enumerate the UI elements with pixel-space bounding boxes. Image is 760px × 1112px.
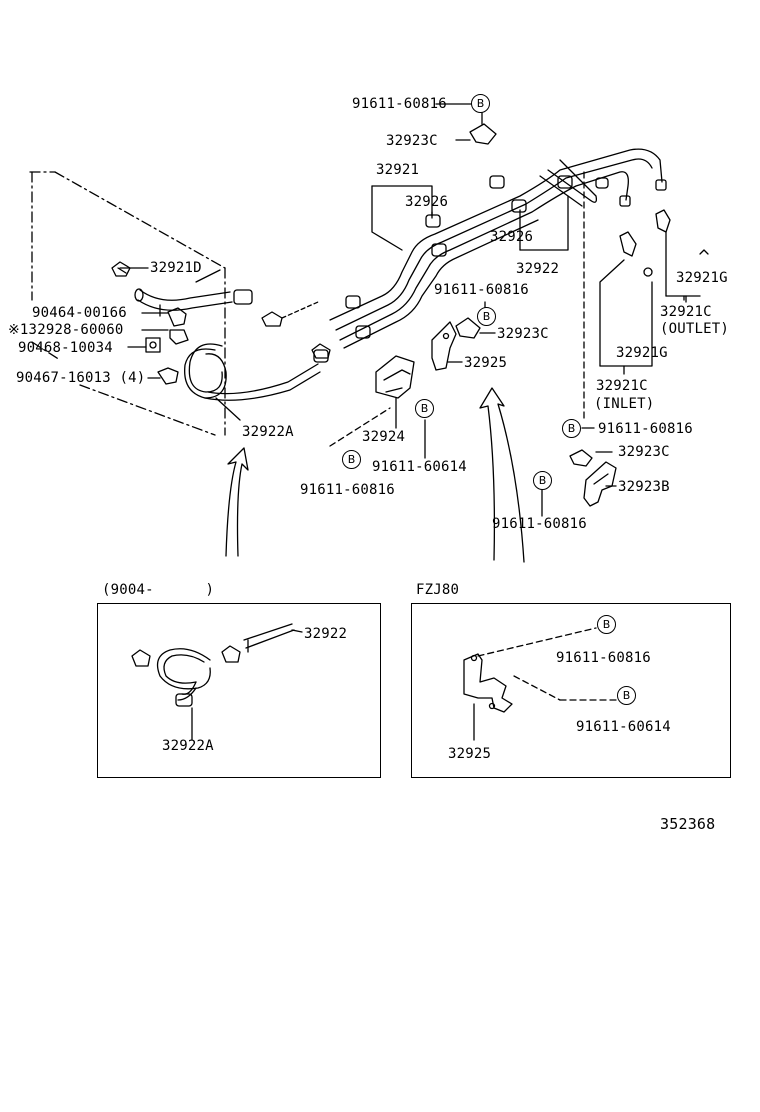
- bolt-symbol-mid: B: [477, 307, 496, 326]
- part-label-32921C-inlet: 32921C: [596, 378, 648, 394]
- part-label-32921: 32921: [376, 162, 420, 178]
- bolt-symbol-box2-b: B: [617, 686, 636, 705]
- part-label-32923B: 32923B: [618, 479, 670, 495]
- diagram-number: 352368: [660, 815, 716, 833]
- part-label-91611-60816-left: 91611-60816: [300, 482, 395, 498]
- part-label-91611-60816-top: 91611-60816: [352, 96, 447, 112]
- bracket-32924: [375, 355, 415, 399]
- part-label-32924: 32924: [362, 429, 406, 445]
- part-label-91611-60614: 91611-60614: [372, 459, 467, 475]
- bracket-32925: [431, 321, 457, 371]
- hose-32921D: [134, 288, 253, 317]
- part-label-32926-a: 32926: [405, 194, 449, 210]
- part-label-32923C-mid: 32923C: [497, 326, 549, 342]
- box2-parts: [463, 627, 617, 741]
- box1-parts: [131, 623, 303, 741]
- part-label-32922: 32922: [516, 261, 560, 277]
- box2-part-label-91611-60614: 91611-60614: [576, 719, 671, 735]
- clamp-32921D: [111, 261, 131, 277]
- part-label-32921D: 32921D: [150, 260, 202, 276]
- part-label-91611-60816-mid: 91611-60816: [434, 282, 529, 298]
- hose-32922A: [184, 343, 329, 401]
- bolt-symbol-left: B: [342, 450, 361, 469]
- box2-part-label-91611-60816: 91611-60816: [556, 650, 651, 666]
- arrow-right: [479, 387, 525, 563]
- part-label-32921G-inlet: 32921G: [616, 345, 668, 361]
- box2-part-label-32925: 32925: [448, 746, 492, 762]
- part-label-32921C-outlet: 32921C: [660, 304, 712, 320]
- part-label-32926-b: 32926: [490, 229, 534, 245]
- part-label-132928-60060: ※132928-60060: [8, 322, 124, 338]
- bolt-symbol-box2-a: B: [597, 615, 616, 634]
- clamp-32923C-mid: [455, 317, 481, 339]
- arrow-left: [225, 447, 249, 557]
- part-label-32923C-top: 32923C: [386, 133, 438, 149]
- box1-part-label-32922A: 32922A: [162, 738, 214, 754]
- part-label-90467-16013: 90467-16013 (4): [16, 370, 146, 386]
- boundary-dashdot: [29, 171, 226, 436]
- variant-box-9004: [97, 603, 381, 778]
- pipe-cushions: [345, 175, 609, 339]
- clamp-32923C-right: [569, 449, 593, 467]
- pipe-ends: [619, 179, 709, 277]
- bracket-32923B: [583, 461, 617, 507]
- bolt-symbol-bottom: B: [533, 471, 552, 490]
- part-label-91611-60816-right: 91611-60816: [598, 421, 693, 437]
- fuel-pipes: [329, 148, 663, 349]
- part-label-91611-60816-bottom: 91611-60816: [492, 516, 587, 532]
- part-label-90464-00166: 90464-00166: [32, 305, 127, 321]
- bolt-symbol-32924: B: [415, 399, 434, 418]
- part-label-32922A: 32922A: [242, 424, 294, 440]
- box1-title: (9004- ): [102, 582, 215, 598]
- bolt-symbol-right: B: [562, 419, 581, 438]
- bolt-symbol-top: B: [471, 94, 490, 113]
- clamp-left-2: [311, 343, 331, 359]
- variant-box-fzj80: [411, 603, 731, 778]
- box1-part-label-32922: 32922: [304, 626, 348, 642]
- clamp-32923C-top: [469, 123, 497, 145]
- part-label-inlet: (INLET): [594, 396, 655, 412]
- bracket-90464: [145, 307, 189, 385]
- part-label-outlet: (OUTLET): [660, 321, 730, 337]
- part-label-90468-10034: 90468-10034: [18, 340, 113, 356]
- box2-title: FZJ80: [416, 582, 460, 598]
- clamp-left-1: [261, 311, 283, 327]
- part-label-32921G-outlet: 32921G: [676, 270, 728, 286]
- part-label-32925: 32925: [464, 355, 508, 371]
- part-label-32923C-right: 32923C: [618, 444, 670, 460]
